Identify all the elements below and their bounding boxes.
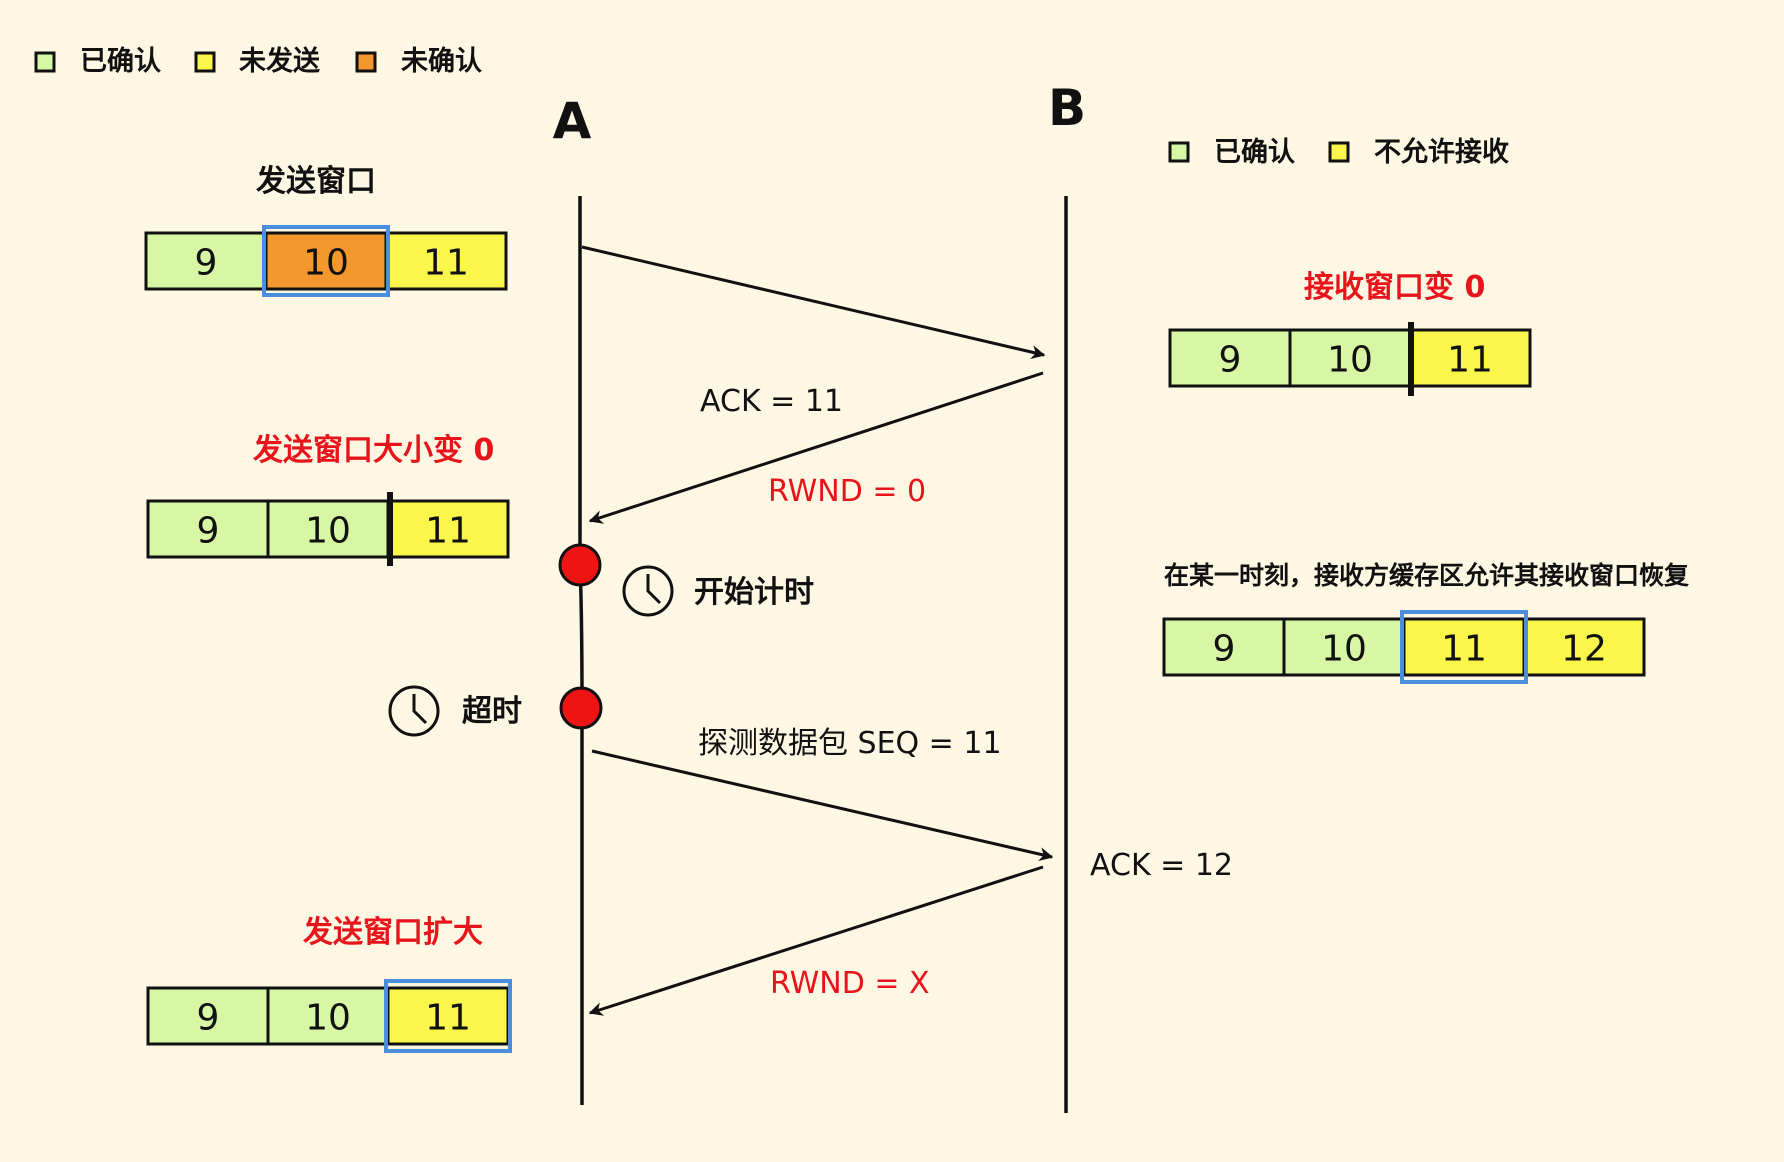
- sender-w1-label-9: 9: [195, 243, 218, 284]
- sender-w3-label-10: 10: [305, 998, 351, 1039]
- sender-window2-title: 发送窗口大小变 0: [252, 433, 494, 468]
- sender-window3: 9 10 11: [146, 979, 512, 1053]
- host-a-timeline: [578, 196, 584, 1105]
- rwnd2-label: RWND = X: [770, 966, 930, 1001]
- sender-w1-label-10: 10: [303, 243, 349, 284]
- receiver-w2-label-9: 9: [1213, 629, 1236, 670]
- receiver-w1-cell-9: [1168, 328, 1292, 388]
- legend-unacked-swatch: [355, 51, 377, 73]
- receiver-w1-label-11: 11: [1447, 340, 1493, 381]
- sender-w2-cell-10: [266, 499, 390, 559]
- sender-w2-label-10: 10: [305, 511, 351, 552]
- sender-w2-label-9: 9: [197, 511, 220, 552]
- receiver-w2-label-10: 10: [1321, 629, 1367, 670]
- timeout-clock-icon: [388, 685, 440, 737]
- timer-start-label: 开始计时: [694, 575, 814, 610]
- legend-receiver-acked-label: 已确认: [1214, 136, 1295, 168]
- rwnd1-label: RWND = 0: [768, 474, 926, 509]
- ack2-arrow-b-to-a: [588, 865, 1044, 1016]
- sender-window1: 9 10 11: [144, 225, 508, 297]
- sender-w3-label-11: 11: [425, 998, 471, 1039]
- host-b-label: B: [1048, 79, 1086, 137]
- sender-window2: 9 10 11: [146, 492, 510, 566]
- ack-arrow-b-to-a: [588, 371, 1044, 524]
- sender-w1-window-frame: [262, 225, 390, 297]
- host-a-label: A: [553, 92, 592, 150]
- legend-receiver-acked-swatch: [1168, 141, 1190, 163]
- legend-unacked-label: 未确认: [401, 45, 482, 77]
- receiver-legend: 已确认 不允许接收: [1168, 136, 1509, 168]
- sender-w3-cell-11: [386, 986, 510, 1046]
- sender-w3-window-frame: [384, 979, 512, 1053]
- sender-window1-title: 发送窗口: [255, 164, 376, 199]
- sender-w2-cell-9: [146, 499, 270, 559]
- legend-acked-label: 已确认: [80, 45, 161, 77]
- legend-acked-swatch: [34, 51, 56, 73]
- receiver-window1-title: 接收窗口变 0: [1304, 270, 1485, 305]
- clock-icon: [622, 565, 674, 617]
- probe-label: 探测数据包 SEQ = 11: [698, 726, 1002, 761]
- receiver-window2: 9 10 11 12: [1162, 610, 1646, 684]
- receiver-w2-window-frame: [1400, 610, 1528, 684]
- legend-unsent-label: 未发送: [239, 45, 320, 77]
- receiver-w2-label-12: 12: [1561, 629, 1607, 670]
- receiver-w2-label-11: 11: [1441, 629, 1487, 670]
- sender-w1-label-11: 11: [423, 243, 469, 284]
- timer-start-dot: [558, 543, 602, 587]
- sender-w2-label-11: 11: [425, 511, 471, 552]
- legend-not-allowed-swatch: [1328, 141, 1350, 163]
- legend-unsent-swatch: [194, 51, 216, 73]
- receiver-window2-title: 在某一时刻，接收方缓存区允许其接收窗口恢复: [1164, 561, 1690, 590]
- receiver-w1-cell-11: [1408, 328, 1532, 388]
- timeout-label: 超时: [462, 694, 522, 729]
- legend-not-allowed-label: 不允许接收: [1374, 136, 1509, 168]
- ack2-label: ACK = 12: [1090, 848, 1233, 883]
- ack1-label: ACK = 11: [700, 384, 843, 419]
- sender-w3-label-9: 9: [197, 998, 220, 1039]
- sender-legend: 已确认 未发送 未确认: [34, 45, 482, 77]
- receiver-w1-label-9: 9: [1219, 340, 1242, 381]
- receiver-w2-cell-12: [1522, 617, 1646, 677]
- receiver-w2-cell-9: [1162, 617, 1286, 677]
- timeout-dot: [559, 686, 603, 730]
- data-arrow-a-to-b: [581, 245, 1046, 359]
- receiver-window1: 9 10 11: [1168, 322, 1532, 396]
- receiver-w1-label-10: 10: [1327, 340, 1373, 381]
- sender-window3-title: 发送窗口扩大: [302, 915, 483, 950]
- probe-arrow-a-to-b: [591, 749, 1054, 861]
